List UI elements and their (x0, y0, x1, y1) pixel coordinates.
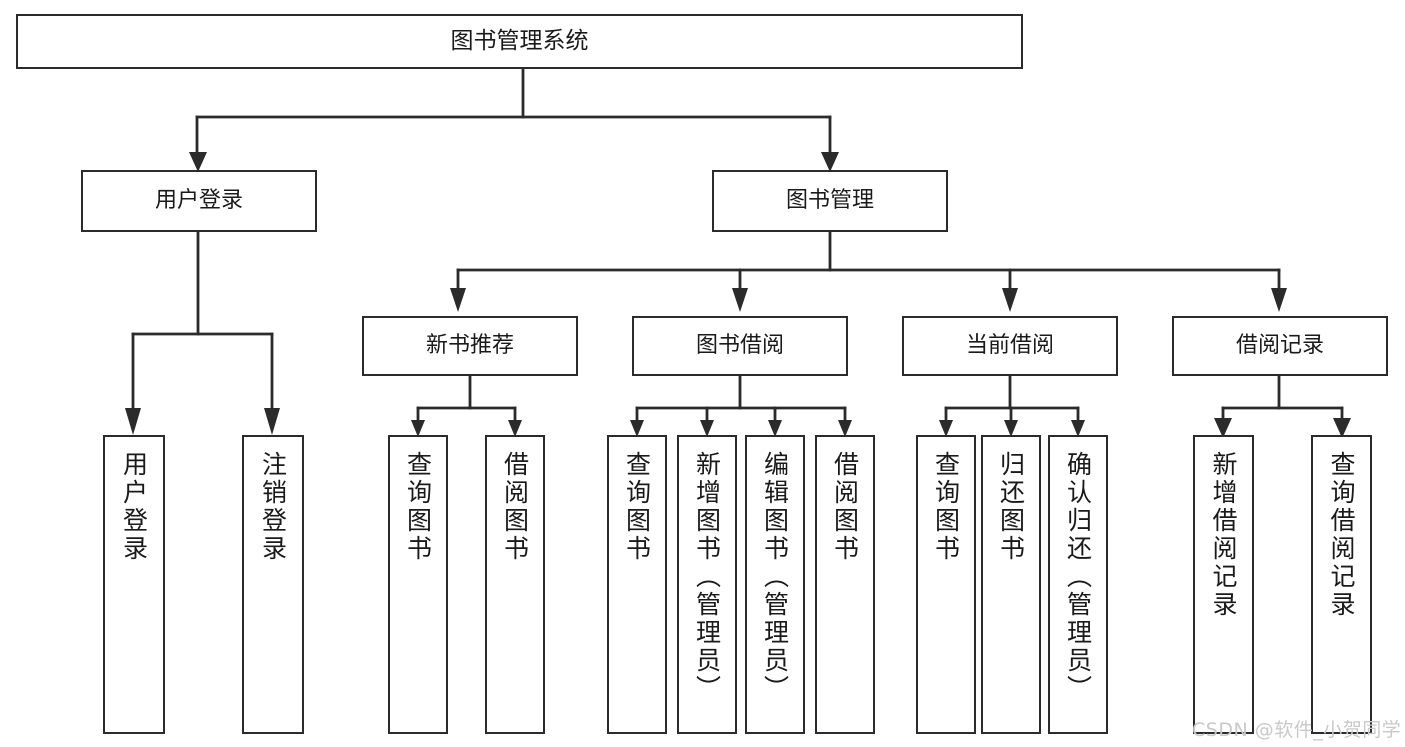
node-leaf-query-book-3[interactable]: 查询图书 (916, 435, 976, 734)
node-label: 用户登录 (154, 188, 243, 214)
node-leaf-borrow-book-2[interactable]: 借阅图书 (815, 435, 875, 734)
node-label: 新增图书（管理员） (692, 451, 722, 703)
node-label: 图书借阅 (695, 333, 784, 359)
node-leaf-query-book-2[interactable]: 查询图书 (607, 435, 667, 734)
node-label: 用户登录 (119, 451, 149, 563)
node-leaf-query-record[interactable]: 查询借阅记录 (1311, 435, 1372, 734)
node-leaf-edit-book[interactable]: 编辑图书（管理员） (745, 435, 805, 734)
node-label: 查询图书 (622, 451, 652, 563)
node-label: 归还图书 (996, 451, 1026, 563)
node-label: 当前借阅 (965, 333, 1054, 359)
node-label: 编辑图书（管理员） (760, 451, 790, 703)
node-borrow-record[interactable]: 借阅记录 (1172, 316, 1388, 376)
node-leaf-confirm-return[interactable]: 确认归还（管理员） (1048, 435, 1108, 734)
node-leaf-query-book-1[interactable]: 查询图书 (388, 435, 448, 734)
node-book-borrow[interactable]: 图书借阅 (632, 316, 848, 376)
node-current-borrow[interactable]: 当前借阅 (902, 316, 1118, 376)
node-label: 借阅记录 (1235, 333, 1324, 359)
node-leaf-borrow-book-1[interactable]: 借阅图书 (485, 435, 545, 734)
node-label: 确认归还（管理员） (1063, 451, 1093, 703)
node-label: 查询图书 (931, 451, 961, 563)
node-leaf-add-book[interactable]: 新增图书（管理员） (677, 435, 737, 734)
node-label: 新书推荐 (425, 333, 514, 359)
node-root-book-management-system[interactable]: 图书管理系统 (16, 14, 1023, 69)
node-label: 图书管理系统 (450, 27, 589, 54)
node-leaf-return-book[interactable]: 归还图书 (981, 435, 1041, 734)
csdn-watermark: CSDN @软件_小贺同学 (1192, 719, 1402, 741)
node-book-management[interactable]: 图书管理 (712, 170, 948, 232)
node-label: 注销登录 (258, 451, 288, 563)
node-user-login[interactable]: 用户登录 (81, 170, 317, 232)
node-new-book-recommend[interactable]: 新书推荐 (362, 316, 578, 376)
node-leaf-add-record[interactable]: 新增借阅记录 (1193, 435, 1254, 734)
node-label: 查询图书 (403, 451, 433, 563)
node-leaf-user-login[interactable]: 用户登录 (103, 435, 165, 734)
node-label: 借阅图书 (830, 451, 860, 563)
node-label: 借阅图书 (500, 451, 530, 563)
node-label: 查询借阅记录 (1327, 451, 1356, 619)
node-label: 新增借阅记录 (1209, 451, 1238, 619)
node-label: 图书管理 (785, 188, 874, 214)
node-leaf-logout-login[interactable]: 注销登录 (242, 435, 304, 734)
